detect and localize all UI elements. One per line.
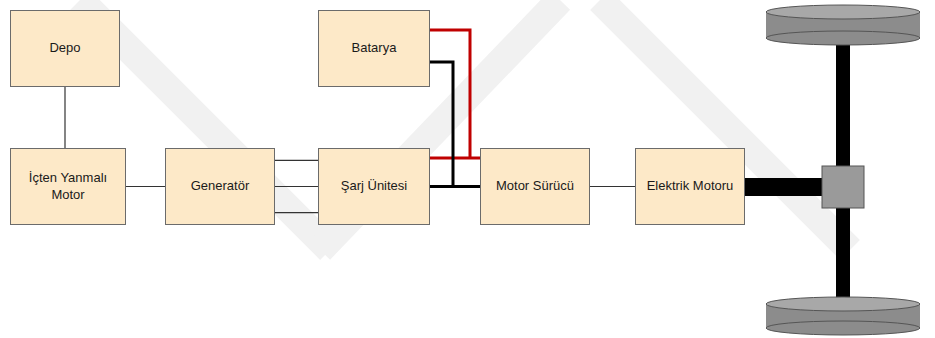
- process-box: Depo: [10, 10, 120, 87]
- wire: [64, 87, 65, 148]
- box-label: Motor Sürücü: [490, 178, 580, 194]
- wire: [126, 186, 165, 187]
- process-box: Motor Sürücü: [480, 148, 590, 225]
- connector: [430, 30, 470, 187]
- wire: [590, 186, 635, 187]
- wire: [275, 160, 318, 161]
- box-label: Şarj Ünitesi: [335, 178, 413, 194]
- process-box: Şarj Ünitesi: [318, 148, 430, 225]
- wire: [430, 30, 470, 158]
- process-box: Generatör: [165, 148, 275, 225]
- box-label: Batarya: [346, 40, 403, 56]
- wheel: [766, 297, 920, 335]
- box-label: Generatör: [185, 178, 256, 194]
- process-box: Batarya: [318, 10, 430, 87]
- process-box: Elektrik Motoru: [635, 148, 745, 225]
- connector: [275, 160, 318, 212]
- wire: [430, 157, 480, 160]
- box-label: Elektrik Motoru: [641, 178, 740, 194]
- connector: [65, 87, 66, 148]
- drive-shaft: [745, 178, 823, 196]
- process-box: İçten Yanmalı Motor: [10, 148, 126, 225]
- box-label: Depo: [43, 40, 86, 56]
- wire: [430, 62, 453, 187]
- box-label: İçten Yanmalı Motor: [11, 170, 125, 203]
- connector: [430, 158, 480, 187]
- watermark-shape: [80, 0, 850, 250]
- wheel: [766, 5, 920, 45]
- wire: [275, 212, 318, 213]
- wire: [275, 186, 318, 187]
- connector: [126, 186, 165, 187]
- connector: [590, 186, 635, 187]
- wire: [430, 185, 480, 188]
- differential: [822, 166, 864, 208]
